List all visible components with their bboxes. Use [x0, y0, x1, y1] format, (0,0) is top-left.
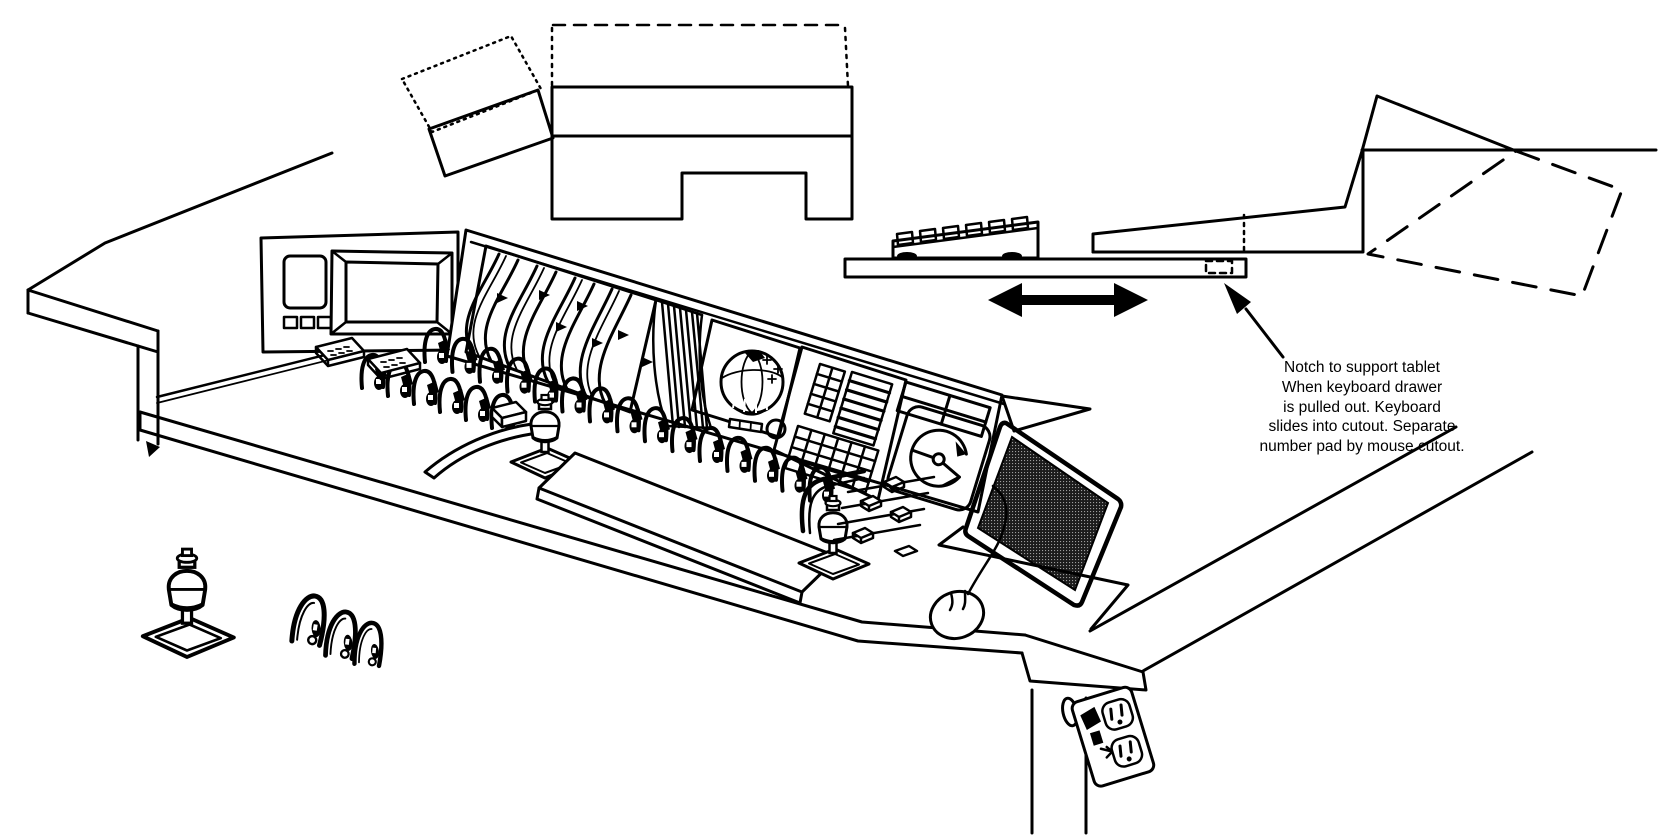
arc-marker-triangles [497, 290, 653, 367]
small-block [490, 400, 528, 429]
mesh-grille [976, 435, 1110, 592]
mouse-cable [966, 484, 1008, 596]
gauge-arrow-head-icon [955, 441, 967, 457]
panel-dotted-right-edge [843, 26, 850, 88]
indicator-rows [832, 370, 894, 447]
keyboard-drawer-detail [843, 94, 1658, 317]
slide-arrow-icon [988, 283, 1148, 317]
joystick-platform [535, 451, 840, 605]
slider-bank [832, 475, 936, 558]
drawer-shelf-side-view [843, 257, 1248, 279]
keypad [314, 336, 366, 368]
desk-left-wing-band [26, 311, 160, 354]
keyboard-keys [895, 215, 1030, 247]
keyboard-foot [1002, 252, 1022, 260]
joystick-guard-rail [799, 468, 867, 534]
power-switch [1080, 706, 1101, 731]
switch-guard-details [291, 593, 383, 666]
joystick-guard-rail-inner [808, 476, 866, 535]
front-panel-with-cutout [550, 85, 854, 221]
small-display [282, 254, 328, 310]
slide-marker-arrow-icon [146, 441, 160, 457]
display-button [282, 315, 299, 330]
detail-joystick [140, 547, 236, 659]
console-right-cheek [1000, 394, 1092, 433]
outlet-socket [1110, 734, 1144, 768]
small-grid [803, 362, 847, 423]
desk-back-edge [26, 151, 334, 292]
tilted-panel-solid [427, 88, 555, 178]
desk-right-wing-band [1141, 450, 1534, 673]
globe-dark-band [724, 394, 778, 416]
desk-right-end-band [1020, 651, 1148, 692]
gauge-hub [931, 452, 946, 467]
arc-control-panel [464, 244, 658, 414]
mesh-speaker-panel [937, 420, 1130, 631]
display-button [299, 315, 316, 330]
annotation-line: is pulled out. Keyboard [1283, 399, 1441, 416]
gauge-panel [886, 380, 992, 512]
mouse [928, 484, 1008, 641]
tilted-panel-dotted-outline [400, 34, 543, 134]
desk-right-end-top [1023, 633, 1145, 674]
mesh-support-platform [937, 525, 1130, 631]
rotary-gauge [886, 405, 992, 512]
power-outlet-box [1061, 685, 1156, 788]
annotation-line: Notch to support tablet [1284, 359, 1441, 376]
curved-ramp-lever [423, 422, 540, 480]
desk-front-band [138, 428, 1024, 655]
annotation-line: slides into cutout. Separate [1269, 418, 1456, 435]
globe-cross-marks [762, 355, 783, 384]
outlet-socket [1101, 697, 1135, 731]
keypad [366, 347, 422, 381]
desk-right-wing-edge [1088, 425, 1458, 633]
outlet-arrow-icon [1099, 745, 1114, 759]
readout-table [895, 380, 992, 438]
panel-elevation-detail [400, 23, 854, 221]
keyboard-side-view [891, 215, 1040, 260]
desk-left-wing-top-edge [26, 288, 160, 333]
slider-track [832, 523, 922, 542]
callout-arrow-line [1244, 307, 1285, 359]
tablet-stand-wedge [1091, 94, 1658, 254]
annotation-callout: Notch to support tablet When keyboard dr… [1224, 283, 1465, 455]
slider-track [840, 491, 930, 510]
globe-display-panel [690, 318, 802, 440]
callout-arrow-head-icon [1224, 283, 1251, 314]
annotation-line: When keyboard drawer [1282, 379, 1442, 396]
small-button [893, 544, 919, 558]
keyboard-foot [897, 252, 917, 260]
slider-knobs [851, 475, 913, 545]
tablet-notch-dashed-marker [1204, 259, 1234, 275]
desk-structure [26, 151, 1534, 835]
console-scene [26, 151, 1534, 835]
tablet-position-dashed [1366, 149, 1624, 298]
